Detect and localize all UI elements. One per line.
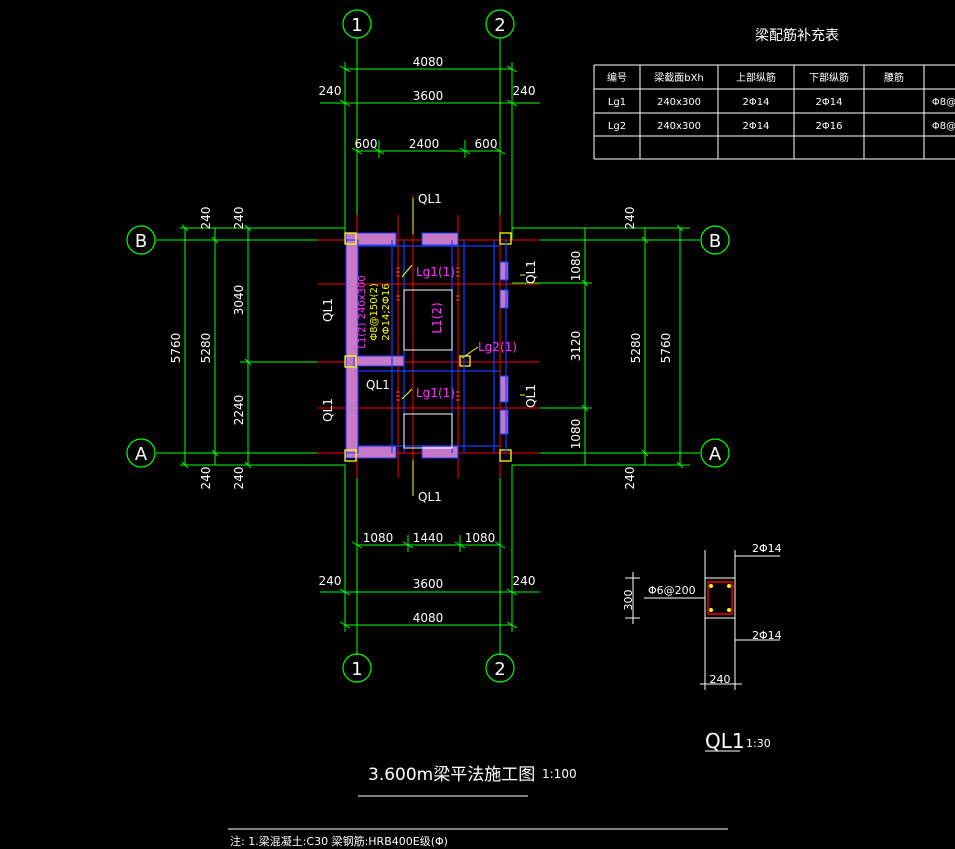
beam-spec-l1-line2: Φ8@150(2) xyxy=(369,283,380,341)
drawing-note: 注: 1.梁混凝土:C30 梁钢筋:HRB400E级(Φ) xyxy=(230,834,448,848)
section-bottom-bars: 2Φ14 xyxy=(752,629,782,642)
drawing-scale: 1:100 xyxy=(542,767,577,781)
table-cell: 2Φ14 xyxy=(743,121,770,132)
dim-bottom-left-edge: 240 xyxy=(319,574,342,588)
dim-bottom-seg-mid: 1440 xyxy=(413,531,444,545)
dim-bottom-seg-right: 1080 xyxy=(465,531,496,545)
section-top-bars: 2Φ14 xyxy=(752,542,782,555)
openings xyxy=(403,289,453,449)
table-cell: Lg1 xyxy=(608,97,626,108)
top-dimension-lines xyxy=(320,62,540,240)
table-cell: 2Φ16 xyxy=(816,121,843,132)
table-cell: 2Φ14 xyxy=(743,97,770,108)
dim-bottom-right-edge: 240 xyxy=(513,574,536,588)
axis-label: A xyxy=(135,444,148,465)
table-header: 编号 xyxy=(607,71,627,84)
ql1-section: 2Φ14 2Φ14 Φ6@200 300 240 QL1 1:30 xyxy=(622,542,782,753)
dim-left-inner: 5280 xyxy=(199,333,213,364)
axis-bubble-1-top: 1 xyxy=(342,9,372,39)
beam-spec-l1-line3: 2Φ14;2Φ16 xyxy=(381,283,392,340)
beam-label-ql1-right-upper: QL1 xyxy=(524,260,538,284)
dim-top-total: 4080 xyxy=(413,55,444,69)
dim-top-left-edge: 240 xyxy=(319,84,342,98)
dim-left-upper: 3040 xyxy=(232,285,246,316)
dim-right-total: 5760 xyxy=(659,333,673,364)
drawing-title-block: 3.600m梁平法施工图 1:100 注: 1.梁混凝土:C30 梁钢筋:HRB… xyxy=(228,765,728,848)
section-scale: 1:30 xyxy=(746,737,771,750)
dim-left-bottom-edge-a: 240 xyxy=(199,467,213,490)
beam-spec-l1-line1: L1(2) 240x300 xyxy=(357,275,368,348)
table-cell: Lg2 xyxy=(608,121,626,132)
beam-label-lg1-upper: Lg1(1) xyxy=(416,265,455,279)
beam-label-ql1-top: QL1 xyxy=(418,192,442,206)
table-cell: 240x300 xyxy=(657,121,701,132)
dim-top-seg-left: 600 xyxy=(355,137,378,151)
table-header: 下部纵筋 xyxy=(809,71,849,84)
drawing-title: 3.600m梁平法施工图 xyxy=(368,765,535,785)
section-width: 240 xyxy=(710,673,731,686)
dim-top-seg-right: 600 xyxy=(475,137,498,151)
dim-left-bottom-edge-b: 240 xyxy=(232,467,246,490)
table-cell: Φ8@ xyxy=(932,121,955,132)
axis-bubble-b-left: B xyxy=(126,225,156,255)
dim-right-top-edge: 240 xyxy=(623,207,637,230)
rebar-table: 梁配筋补充表 编号 梁截面bXh 上部纵筋 下部纵筋 腰筋 Lg1 240x30… xyxy=(593,27,955,160)
axis-bubble-a-right: A xyxy=(700,438,730,468)
bottom-dimension-lines xyxy=(320,465,540,632)
dim-right-mid: 3120 xyxy=(569,331,583,362)
beam-label-ql1-right-lower: QL1 xyxy=(524,384,538,408)
dim-left-lower: 2240 xyxy=(232,395,246,426)
dim-left-total: 5760 xyxy=(169,333,183,364)
beam-label-ql1-left-lower: QL1 xyxy=(321,398,335,422)
axis-label: 1 xyxy=(351,15,362,36)
table-cell: 2Φ14 xyxy=(816,97,843,108)
axis-bubble-2-bottom: 2 xyxy=(485,653,515,683)
beam-label-lg1-lower: Lg1(1) xyxy=(416,386,455,400)
section-height: 300 xyxy=(622,590,635,611)
rebar-marks xyxy=(396,267,460,401)
right-dimension-lines xyxy=(512,224,690,469)
left-dimension-lines xyxy=(180,224,345,469)
axis-label: 1 xyxy=(351,659,362,680)
table-cell: Φ8@ xyxy=(932,97,955,108)
axis-bubble-a-left: A xyxy=(126,438,156,468)
axis-bubble-b-right: B xyxy=(700,225,730,255)
table-header: 腰筋 xyxy=(884,71,904,84)
axis-label: A xyxy=(709,444,722,465)
table-header: 梁截面bXh xyxy=(654,71,704,84)
dim-left-top-edge-a: 240 xyxy=(199,207,213,230)
axis-bubble-1-bottom: 1 xyxy=(342,653,372,683)
beam-label-l1: L1(2) xyxy=(430,302,444,333)
section-name: QL1 xyxy=(705,729,745,753)
dim-top-right-edge: 240 xyxy=(513,84,536,98)
dim-right-bottom-edge: 240 xyxy=(623,467,637,490)
axis-label: B xyxy=(709,231,721,252)
beam-label-lg2: Lg2(1) xyxy=(478,340,517,354)
axis-label: 2 xyxy=(494,659,505,680)
dim-bottom-inner: 3600 xyxy=(413,577,444,591)
beam-label-ql1-left-upper: QL1 xyxy=(321,298,335,322)
section-stirrup: Φ6@200 xyxy=(648,584,696,597)
dim-right-upper: 1080 xyxy=(569,251,583,282)
walls xyxy=(345,232,509,459)
label-leaders xyxy=(401,198,525,496)
dim-top-seg-mid: 2400 xyxy=(409,137,440,151)
dim-bottom-total: 4080 xyxy=(413,611,444,625)
axis-bubble-2-top: 2 xyxy=(485,9,515,39)
beam-label-ql1-center: QL1 xyxy=(366,378,390,392)
axis-label: 2 xyxy=(494,15,505,36)
dim-right-lower: 1080 xyxy=(569,419,583,450)
beam-label-ql1-bottom: QL1 xyxy=(418,490,442,504)
dim-top-inner: 3600 xyxy=(413,89,444,103)
table-cell: 240x300 xyxy=(657,97,701,108)
dim-left-top-edge-b: 240 xyxy=(232,207,246,230)
dim-right-inner: 5280 xyxy=(629,333,643,364)
axis-label: B xyxy=(135,231,147,252)
table-title: 梁配筋补充表 xyxy=(755,27,839,44)
table-header: 上部纵筋 xyxy=(736,71,776,84)
dim-bottom-seg-left: 1080 xyxy=(363,531,394,545)
